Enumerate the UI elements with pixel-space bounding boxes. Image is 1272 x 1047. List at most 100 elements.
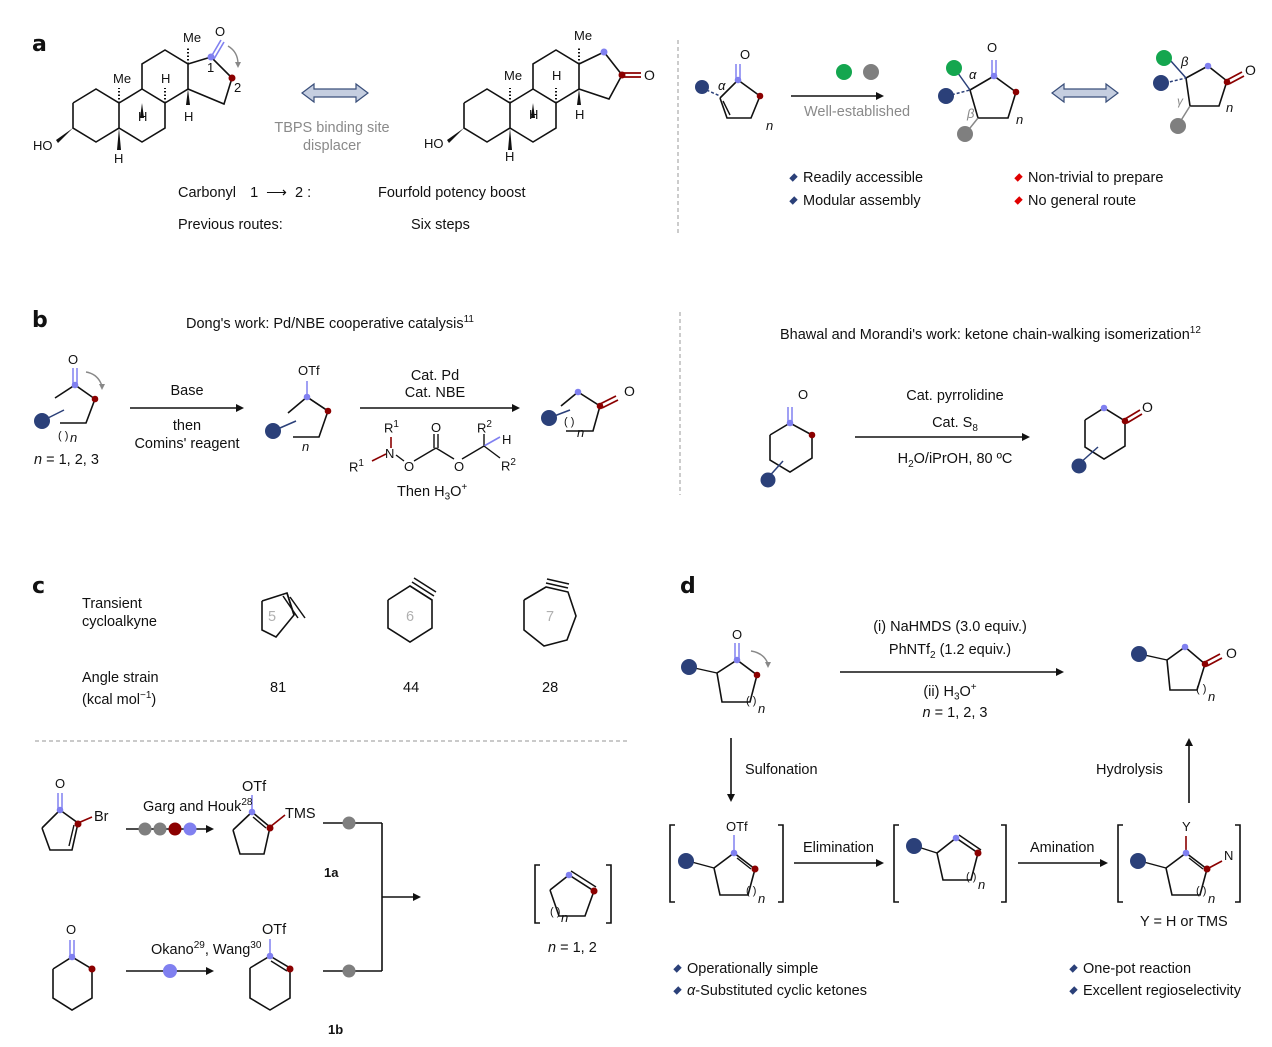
n-values-text: = 1, 2 [560, 940, 597, 956]
ho-right: HO [424, 136, 444, 151]
bullet-modular-assembly: Modular assembly [789, 193, 921, 209]
ring-label-7: 7 [546, 609, 555, 625]
c-product-n: n [561, 910, 569, 925]
co-bond-left-b [213, 41, 225, 60]
morandi-cond-pyrrolidine: Cat. pyrrolidine [906, 388, 1004, 404]
strain-value-5: 81 [270, 680, 287, 696]
arrowhead-d-main [1056, 668, 1064, 676]
tbps-caption-1: TBPS binding site [274, 120, 390, 136]
h-mid-left: H [161, 71, 171, 86]
me-mid-right: Me [504, 68, 523, 83]
wedge-h8-right [531, 103, 535, 118]
dong-start-o: O [68, 352, 79, 367]
solvent-text: O/iPrOH, 80 ºC [913, 451, 1013, 467]
tbps-caption-2: displacer [302, 138, 362, 154]
carbonyl-label: Carbonyl [178, 185, 237, 201]
dong-product [541, 388, 619, 432]
dong-start-ketone [34, 368, 105, 429]
row2-label-2: (kcal mol−1) [82, 690, 156, 708]
panel-letter-a: a [32, 32, 47, 57]
enone-structure [695, 64, 764, 119]
phntf-equiv: (1.2 equiv.) [935, 642, 1012, 658]
dong-enol-triflate [265, 381, 332, 439]
bullet-operationally-simple: Operationally simple [673, 961, 819, 977]
h3o-sub: 3 [953, 691, 960, 703]
arrowhead-well-established [876, 92, 884, 100]
dong-start-n: n [70, 430, 78, 445]
d-product-paren: ( ) [1196, 683, 1207, 695]
route1-br: Br [94, 809, 109, 825]
cat-nbe: Cat. NBE [404, 385, 466, 401]
strain-value-6: 44 [403, 680, 420, 696]
int1-paren: ( ) [746, 885, 757, 897]
morandi-start-o: O [798, 387, 809, 402]
route2-caption: Okano29, Wang30 [151, 940, 261, 958]
label-2: 2 [234, 80, 242, 95]
h3o-sup: + [461, 482, 468, 493]
s8-sub: 8 [972, 422, 978, 434]
bullet-diamond-icon [1014, 173, 1023, 182]
h3o-tail: O [959, 683, 971, 700]
morandi-ref: 12 [1189, 325, 1201, 336]
migration-arrow-a [227, 45, 239, 65]
ketone-o: O [987, 40, 998, 55]
reagent-n: N [385, 446, 395, 461]
panel-letter-b: b [32, 308, 48, 333]
n-symbol: n [34, 452, 43, 468]
morandi-product [1071, 404, 1143, 474]
step-dot-lavender [183, 822, 197, 836]
bullet-text: Readily accessible [803, 170, 924, 186]
step-dot-lavender-okano [163, 964, 177, 978]
n-symbol: n [922, 705, 931, 721]
ring-label-6: 6 [406, 609, 415, 625]
morandi-cond-s8: Cat. S8 [880, 415, 1030, 434]
carbonyl-from: 1 [250, 185, 259, 201]
bullet-no-general-route: No general route [1014, 193, 1137, 209]
wedge-h8-left [140, 103, 144, 118]
migration-arrowhead-a [235, 62, 241, 68]
o-left: O [215, 24, 226, 39]
bullet-text: No general route [1028, 193, 1137, 209]
r-text: R [384, 420, 394, 436]
step-dot-grey-2 [153, 822, 167, 836]
cycloalkyne-intermediate [534, 864, 612, 924]
arrowhead-dong-2 [512, 404, 520, 412]
wedge-h5-right [508, 128, 512, 150]
h2-sub: 2 [908, 458, 914, 470]
int3-n-atom: N [1224, 848, 1234, 863]
d-start-paren: ( ) [746, 695, 757, 707]
dong-title: Dong's work: Pd/NBE cooperative catalysi… [186, 314, 474, 332]
dong-product-o: O [624, 383, 635, 399]
dong-mid-n: n [302, 439, 310, 454]
d-intermediate-amine [1117, 824, 1241, 903]
carbon-1-dot-right [600, 48, 608, 56]
bullet-text: -Substituted cyclic ketones [695, 983, 867, 999]
arrowhead-amination [1100, 859, 1108, 867]
step-dot-red [168, 822, 182, 836]
n-values-text: = 1, 2, 3 [46, 452, 99, 468]
bullet-one-pot: One-pot reaction [1069, 961, 1191, 977]
bullet-diamond-icon [673, 964, 682, 973]
row1-label-1: Transient [82, 596, 142, 612]
cat-pd: Cat. Pd [410, 368, 460, 384]
ketone-alpha: α [969, 67, 977, 82]
c-product-n-values: n = 1, 2 [548, 940, 597, 956]
dong-otf: OTf [298, 363, 320, 378]
bullet-text: Modular assembly [803, 193, 921, 209]
carbonyl-arrow-icon: ⟶ [266, 185, 287, 201]
then-h3o: Then H3O+ [397, 482, 467, 503]
r-text: R [477, 420, 487, 436]
bullet-readily-accessible: Readily accessible [789, 170, 924, 186]
beta-ketone-n: n [1226, 100, 1234, 115]
bullet-text: Operationally simple [687, 961, 819, 977]
route2-otf: OTf [262, 922, 287, 938]
d-intermediate-alkyne [893, 824, 1007, 903]
convergence-lines [323, 816, 421, 978]
bromoenone [41, 793, 93, 851]
step1-comins: Comins' reagent [134, 436, 240, 452]
dong-start-paren: ( ) [58, 430, 69, 442]
arrowhead-sulfonation [727, 794, 735, 802]
bullet-diamond-icon [673, 986, 682, 995]
h-mid-right: H [552, 68, 562, 83]
route1-o: O [55, 776, 66, 791]
